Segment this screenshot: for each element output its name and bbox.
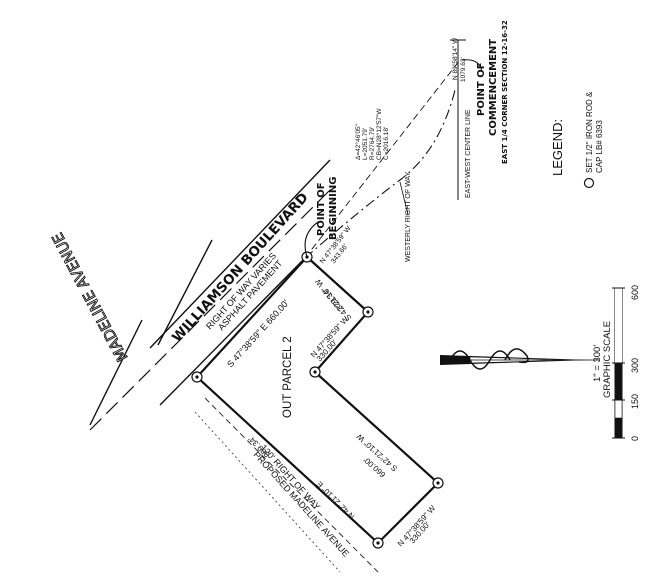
proposed-row-line-2 xyxy=(194,411,341,573)
williamson-label: WILLIAMSON BOULEVARD xyxy=(169,190,312,346)
proposed-row-line xyxy=(204,397,379,573)
madeline-label: MADELINE AVENUE xyxy=(48,230,131,365)
graphic-scale xyxy=(612,287,625,439)
pob-label-2: BEGINNING xyxy=(328,177,339,240)
scale-tick-600: 600 xyxy=(630,285,640,300)
poc-label-2: COMMENCEMENT xyxy=(488,39,499,136)
scale-tick-150: 150 xyxy=(630,394,640,409)
pob-label-1: POINT OF xyxy=(316,182,327,236)
curve-radius: R=2764.79' xyxy=(369,127,376,160)
williamson-edge-south xyxy=(159,257,306,406)
westerly-row-label: WESTERLY RIGHT OF WAY xyxy=(405,171,412,262)
curve-length: L=2051.79' xyxy=(362,128,369,160)
curve-delta: Δ=42°46'05" xyxy=(354,123,362,160)
poc-label-3: EAST 1/4 CORNER SECTION 12-16-32 xyxy=(501,20,509,164)
scale-title: GRAPHIC SCALE xyxy=(602,321,613,398)
course-2-distance: 329.34' xyxy=(321,286,345,312)
legend-title: LEGEND: xyxy=(550,119,565,176)
westerly-row-curve xyxy=(304,89,456,259)
poc-tie-line xyxy=(304,59,461,259)
poc-leader xyxy=(461,59,483,73)
north-arrow-icon xyxy=(440,348,600,370)
williamson-centerline xyxy=(89,189,331,431)
iron-rod-legend-icon xyxy=(583,177,595,189)
poc-label-1: POINT OF xyxy=(476,62,487,116)
curve-chord: C=2016.18' xyxy=(383,127,390,160)
out-parcel-label: OUT PARCEL 2 xyxy=(282,336,294,418)
madeline-edge-north xyxy=(157,239,213,346)
legend-item-2: CAP LB# 6393 xyxy=(595,120,604,173)
ew-line-label: EAST-WEST CENTER LINE xyxy=(465,109,472,198)
scale-ratio: 1" = 300' xyxy=(592,345,603,382)
westerly-row-leader xyxy=(399,181,409,216)
scale-tick-0: 0 xyxy=(630,436,640,441)
curve-table: Δ=42°46'05" L=2051.79' R=2764.79' CB=N28… xyxy=(354,108,390,160)
poc-bearing: N 89°58'14" W xyxy=(451,37,459,80)
williamson-edge-north xyxy=(149,159,331,349)
scale-tick-300: 300 xyxy=(630,358,640,373)
pob-leader xyxy=(304,221,319,258)
legend-item-1: SET 1/2" IRON ROD & xyxy=(585,91,594,173)
poc-distance: 1079.63' xyxy=(460,57,467,82)
curve-chord-bearing: CB=N28°12'57"W xyxy=(375,108,383,160)
madeline-edge-south xyxy=(89,319,143,426)
